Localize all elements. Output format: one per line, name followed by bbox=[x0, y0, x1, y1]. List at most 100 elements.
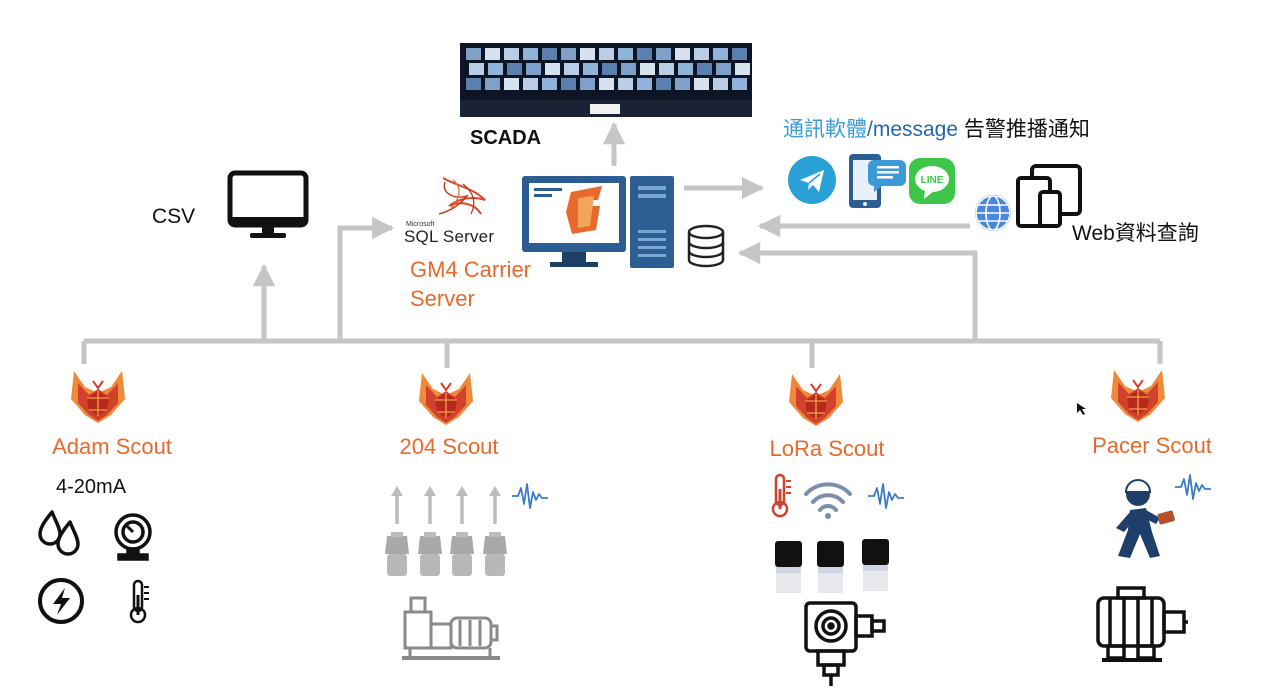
connector-lines bbox=[81, 121, 1163, 368]
globe-icon bbox=[975, 195, 1011, 231]
scada-screen-39 bbox=[637, 78, 652, 90]
sql-server-vendor: Microsoft bbox=[406, 221, 435, 228]
vibration-sensor-4 bbox=[481, 484, 509, 578]
scada-screen-43 bbox=[713, 78, 728, 90]
scada-label: SCADA bbox=[470, 127, 542, 149]
inspector-walking-icon bbox=[1116, 479, 1175, 558]
scada-screen-25 bbox=[659, 63, 674, 75]
server-label-line2: Server bbox=[410, 286, 475, 311]
scada-screen-5 bbox=[561, 48, 576, 60]
waveform-icon-lora bbox=[867, 483, 905, 509]
scada-screen-36 bbox=[580, 78, 595, 90]
device-name-adam: Adam Scout bbox=[52, 434, 172, 459]
scada-screen-0 bbox=[466, 48, 481, 60]
scada-screen-18 bbox=[526, 63, 541, 75]
server-label-line1: GM4 Carrier bbox=[410, 257, 532, 282]
vibration-sensor-1 bbox=[383, 484, 411, 578]
scada-screen-33 bbox=[523, 78, 538, 90]
vibration-sensor-2 bbox=[416, 484, 444, 578]
lora-sensor-1 bbox=[775, 541, 802, 593]
line-app-icon: LINE bbox=[909, 158, 955, 204]
electric-motor-icon bbox=[1096, 586, 1188, 662]
pressure-gauge-icon bbox=[114, 513, 152, 561]
scada-screen-3 bbox=[523, 48, 538, 60]
scada-screen-28 bbox=[716, 63, 731, 75]
device-name-204: 204 Scout bbox=[399, 434, 498, 459]
scada-screen-26 bbox=[678, 63, 693, 75]
water-drops-icon bbox=[38, 510, 80, 556]
pump-motor-icon bbox=[402, 596, 500, 660]
scada-screen-11 bbox=[675, 48, 690, 60]
database-icon bbox=[687, 224, 725, 268]
waveform-icon-pacer bbox=[1174, 474, 1212, 500]
server-computer-icon bbox=[522, 176, 674, 268]
scada-screen-29 bbox=[735, 63, 750, 75]
204-scout-logo bbox=[418, 372, 474, 426]
scada-screen-40 bbox=[656, 78, 671, 90]
sql-server-logo bbox=[438, 177, 486, 215]
devices-icon bbox=[1016, 164, 1082, 228]
message-label-alert: 告警推播通知 bbox=[958, 118, 1090, 141]
scada-screen-10 bbox=[656, 48, 671, 60]
line-app-text: LINE bbox=[921, 175, 944, 186]
csv-label: CSV bbox=[152, 205, 196, 228]
scada-screen-13 bbox=[713, 48, 728, 60]
adam-scout-signal-label: 4-20mA bbox=[56, 476, 127, 498]
scada-screen-38 bbox=[618, 78, 633, 90]
scada-screen-22 bbox=[602, 63, 617, 75]
monitor-icon bbox=[227, 170, 309, 238]
mouse-cursor-icon bbox=[1077, 403, 1086, 415]
scada-screen-21 bbox=[583, 63, 598, 75]
device-name-lora: LoRa Scout bbox=[770, 436, 885, 461]
server-label: GM4 Carrier Server bbox=[410, 255, 531, 313]
lora-sensor-2 bbox=[817, 541, 844, 593]
scada-screen-23 bbox=[621, 63, 636, 75]
scada-screen-2 bbox=[504, 48, 519, 60]
scada-screen-16 bbox=[488, 63, 503, 75]
scada-screen-44 bbox=[732, 78, 747, 90]
scada-screen-32 bbox=[504, 78, 519, 90]
telegram-icon bbox=[788, 156, 836, 204]
scada-screen-12 bbox=[694, 48, 709, 60]
scada-screen-6 bbox=[580, 48, 595, 60]
gearbox-motor-icon bbox=[804, 601, 886, 686]
scada-screen-7 bbox=[599, 48, 614, 60]
lora-scout-logo bbox=[788, 373, 844, 427]
scada-screen-27 bbox=[697, 63, 712, 75]
scada-screen-30 bbox=[466, 78, 481, 90]
waveform-icon-204 bbox=[511, 483, 549, 509]
scada-screen-4 bbox=[542, 48, 557, 60]
scada-screen-1 bbox=[485, 48, 500, 60]
scada-screen-8 bbox=[618, 48, 633, 60]
scada-screen-9 bbox=[637, 48, 652, 60]
device-name-pacer: Pacer Scout bbox=[1092, 433, 1212, 458]
electricity-icon bbox=[38, 578, 84, 624]
scada-screen-31 bbox=[485, 78, 500, 90]
scada-screen-35 bbox=[561, 78, 576, 90]
scada-screen-41 bbox=[675, 78, 690, 90]
thermometer-icon-red bbox=[771, 473, 793, 518]
lora-sensor-3 bbox=[862, 539, 889, 591]
scada-screen-15 bbox=[469, 63, 484, 75]
vibration-sensor-3 bbox=[448, 484, 476, 578]
scada-screen-42 bbox=[694, 78, 709, 90]
thermometer-icon bbox=[129, 579, 151, 624]
scada-screen-20 bbox=[564, 63, 579, 75]
scada-screen-34 bbox=[542, 78, 557, 90]
message-label-message: /message bbox=[867, 118, 959, 141]
message-notification-label: 通訊軟體/message 告警推播通知 bbox=[783, 113, 1090, 143]
scada-screen-17 bbox=[507, 63, 522, 75]
message-label-app: 通訊軟體 bbox=[783, 118, 867, 141]
pacer-scout-logo bbox=[1110, 369, 1166, 423]
adam-scout-logo bbox=[70, 370, 126, 424]
scada-screen-24 bbox=[640, 63, 655, 75]
scada-screen-19 bbox=[545, 63, 560, 75]
scada-screen-14 bbox=[732, 48, 747, 60]
scada-control-room-image bbox=[460, 43, 752, 117]
web-query-label: Web資料查詢 bbox=[1072, 222, 1199, 245]
phone-chat-icon bbox=[849, 154, 906, 208]
sql-server-name: SQL Server bbox=[404, 227, 495, 246]
scada-screen-37 bbox=[599, 78, 614, 90]
wifi-icon bbox=[804, 482, 852, 519]
